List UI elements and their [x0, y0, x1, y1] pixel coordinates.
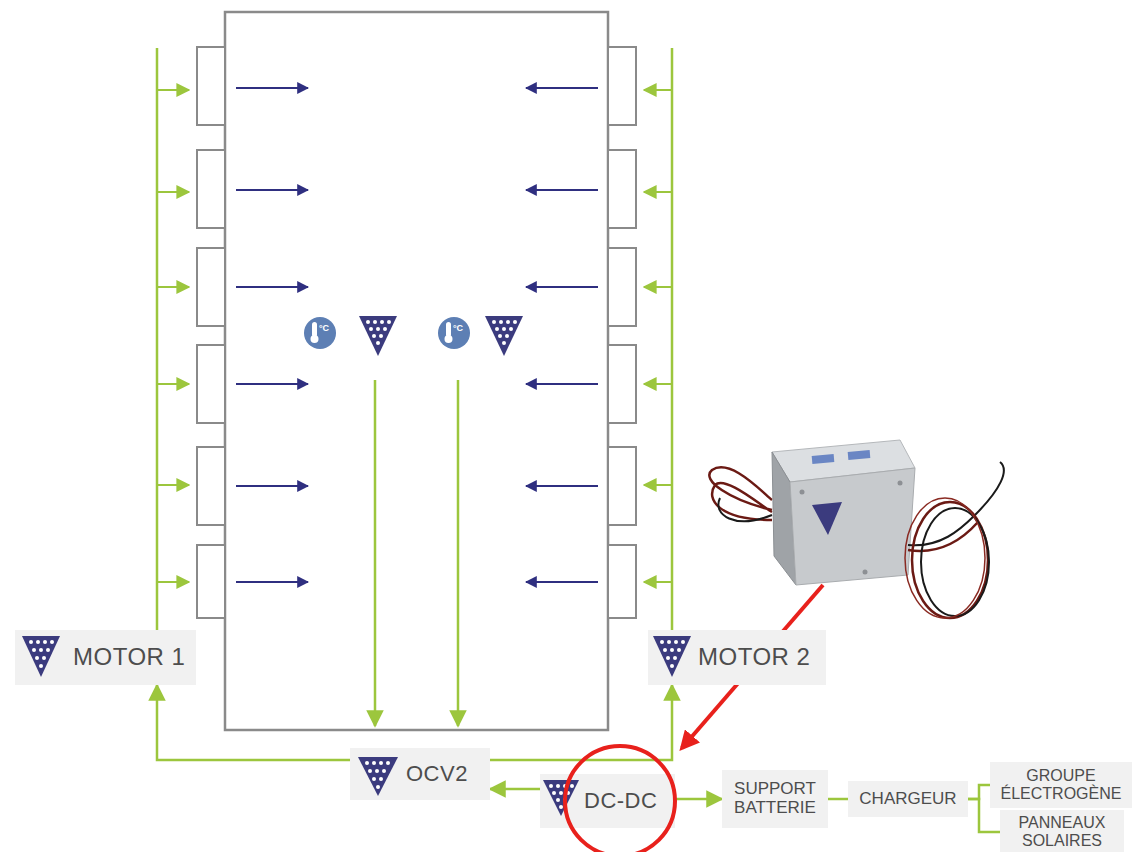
generator-box: GROUPE ÉLECTROGÈNE	[990, 762, 1132, 808]
node-text: CHARGEUR	[859, 790, 956, 809]
charger-box: CHARGEUR	[848, 781, 968, 817]
node-text: MOTOR 1	[73, 644, 185, 670]
node-text: SUPPORT BATTERIE	[728, 780, 822, 817]
vent-units	[197, 47, 636, 618]
osmo-logo	[359, 316, 523, 356]
logo-dots	[366, 320, 517, 345]
motor-box: MOTOR 2	[648, 630, 826, 685]
flow-connector	[490, 685, 672, 760]
highlight-ring	[565, 746, 675, 852]
flow-connector	[968, 785, 990, 799]
osmo-logo	[22, 636, 691, 816]
airflow-arrows	[236, 88, 598, 582]
pointer-arrow	[682, 585, 823, 748]
supply-branches	[157, 90, 672, 582]
node-text: DC-DC	[584, 789, 657, 813]
flow-connector	[828, 798, 848, 801]
unit-label: °C	[319, 324, 329, 333]
converter-box: DC-DC	[540, 774, 675, 828]
solar-box: PANNEAUX SOLAIRES	[1000, 810, 1124, 852]
battery-box: SUPPORT BATTERIE	[722, 770, 828, 828]
node-text: GROUPE ÉLECTROGÈNE	[996, 767, 1126, 802]
node-text: OCV2	[406, 762, 468, 786]
node-text: MOTOR 2	[698, 644, 810, 670]
product-photo	[709, 440, 1003, 618]
motor-box: MOTOR 1	[15, 630, 196, 685]
valve-box: OCV2	[350, 748, 490, 800]
unit-label: °C	[453, 324, 463, 333]
flow-connector	[490, 788, 540, 791]
sensor-lines	[375, 380, 458, 726]
supply-lines	[157, 48, 672, 630]
logo-dots	[29, 640, 685, 809]
flow-connector	[675, 798, 722, 801]
node-text: PANNEAUX SOLAIRES	[1006, 814, 1118, 849]
container-outline	[225, 12, 608, 730]
flow-connector	[157, 685, 350, 760]
